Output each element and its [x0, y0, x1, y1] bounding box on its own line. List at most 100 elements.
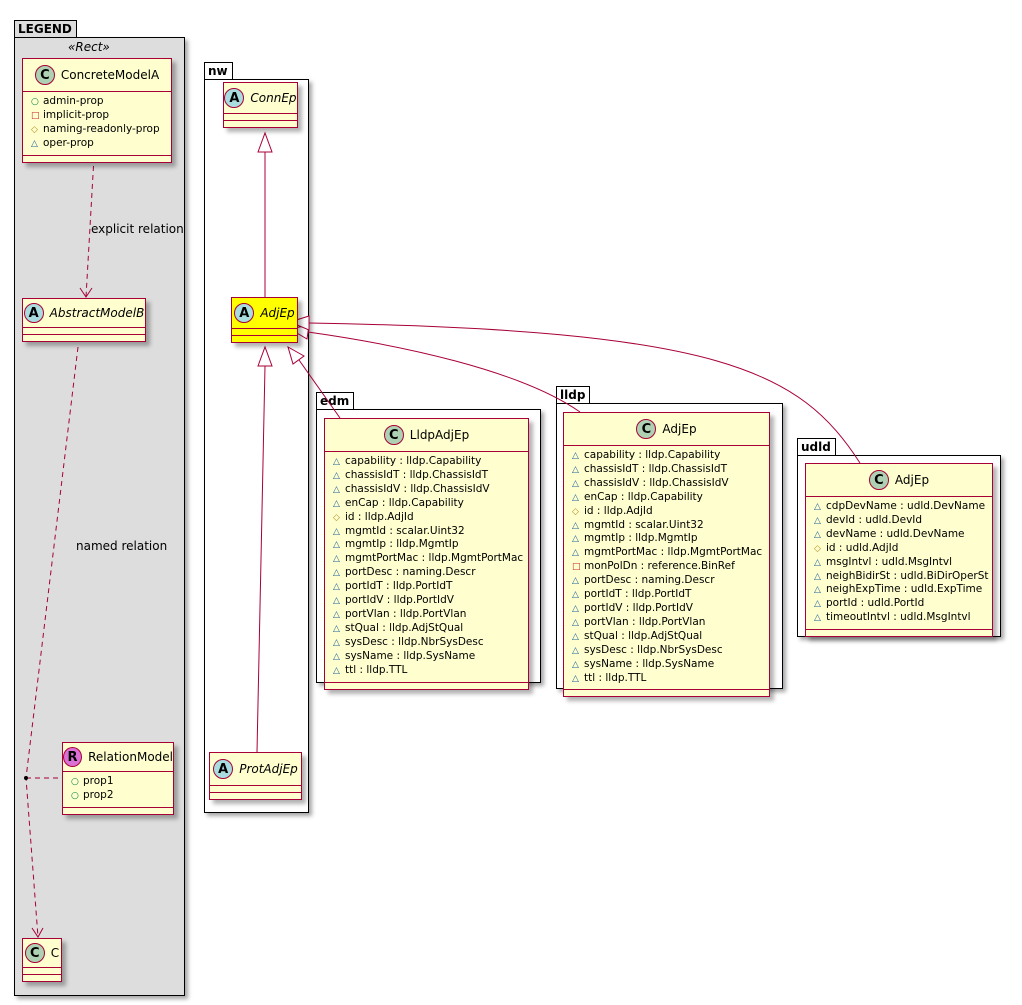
- class-header: A AdjEp: [232, 298, 297, 329]
- member-text: sysDesc : lldp.NbrSysDesc: [345, 635, 484, 648]
- class-abstract-model-b: A AbstractModelB: [22, 298, 146, 342]
- inheritance-triangle: [257, 345, 273, 367]
- class-type-icon: C: [383, 425, 404, 445]
- visibility-oper-icon: △: [333, 582, 340, 593]
- visibility-oper-icon: △: [814, 585, 821, 596]
- class-member: △capability : lldp.Capability: [333, 455, 522, 469]
- arrowhead: [79, 287, 93, 298]
- member-text: portVlan : lldp.PortVlan: [345, 607, 467, 620]
- class-member: △ portVlan : lldp.PortVlan: [333, 608, 522, 622]
- member-text: implicit-prop: [43, 108, 110, 121]
- member-text: devName : udld.DevName: [826, 527, 965, 540]
- class-methods-section: [232, 336, 297, 342]
- visibility-oper-icon: △: [814, 515, 821, 526]
- class-member: △ neighExpTime : udld.ExpTime: [814, 583, 986, 597]
- class-member: △mgmtId : scalar.Uint32: [572, 519, 763, 533]
- class-methods-section: [224, 121, 297, 127]
- class-member: △portDesc : naming.Descr: [333, 566, 522, 580]
- member-text: portId : udld.PortId: [826, 597, 925, 610]
- visibility-naming-icon: ◇: [814, 543, 821, 554]
- class-member: △portDesc : naming.Descr: [572, 574, 763, 588]
- class-attributes-section: [232, 329, 297, 336]
- class-lldpadjep: C LldpAdjEp△capability : lldp.Capability…: [324, 418, 529, 690]
- visibility-oper-icon: △: [333, 498, 340, 509]
- class-member: ○prop1: [71, 775, 167, 789]
- visibility-oper-icon: △: [572, 464, 579, 475]
- class-member: ○admin-prop: [31, 95, 165, 109]
- member-text: mgmtIp : lldp.MgmtIp: [345, 538, 459, 551]
- class-member: △capability : lldp.Capability: [572, 449, 763, 463]
- edge-named-relation: [25, 346, 79, 938]
- visibility-oper-icon: △: [572, 492, 579, 503]
- class-member: ◇id : lldp.AdjId: [333, 511, 522, 525]
- edge-protadjep-adjep: [256, 365, 266, 753]
- class-member: △ttl : lldp.TTL: [333, 664, 522, 678]
- class-header: C C: [23, 939, 61, 968]
- class-members: △ cdpDevName : udld.DevName △ devId : udld.…: [806, 497, 992, 631]
- class-type-icon: C: [636, 419, 657, 439]
- visibility-admin-icon: ○: [71, 790, 79, 801]
- inheritance-triangle: [288, 315, 310, 331]
- visibility-oper-icon: △: [333, 540, 340, 551]
- class-methods-section: [325, 683, 528, 689]
- class-member: △mgmtId : scalar.Uint32: [333, 525, 522, 539]
- class-member: △sysName : lldp.SysName: [333, 650, 522, 664]
- member-text: enCap : lldp.Capability: [584, 490, 703, 503]
- class-methods-section: [210, 793, 301, 799]
- class-member: △mgmtIp : lldp.MgmtIp: [572, 532, 763, 546]
- class-member: △chassisIdV : lldp.ChassisIdV: [333, 483, 522, 497]
- class-member: △ enCap : lldp.Capability: [572, 491, 763, 505]
- member-text: neighExpTime : udld.ExpTime: [826, 583, 983, 596]
- member-text: portVlan : lldp.PortVlan: [584, 615, 706, 628]
- class-relation-model: R RelationModel○prop1○prop2: [62, 742, 174, 815]
- visibility-implicit-icon: □: [572, 562, 581, 573]
- class-name: ProtAdjEp: [239, 762, 298, 776]
- visibility-oper-icon: △: [572, 576, 579, 587]
- visibility-oper-icon: △: [333, 609, 340, 620]
- visibility-oper-icon: △: [572, 631, 579, 642]
- visibility-oper-icon: △: [333, 470, 340, 481]
- class-members: △capability : lldp.Capability△chassisIdT…: [325, 452, 528, 683]
- class-member: △ cdpDevName : udld.DevName: [814, 500, 986, 514]
- visibility-oper-icon: △: [572, 645, 579, 656]
- visibility-admin-icon: ○: [31, 97, 39, 107]
- package-lldp-title: lldp: [556, 386, 591, 403]
- named-relation-label: named relation: [76, 539, 168, 553]
- visibility-oper-icon: △: [814, 571, 821, 582]
- class-header: C LldpAdjEp: [325, 419, 528, 452]
- visibility-oper-icon: △: [814, 502, 821, 512]
- visibility-oper-icon: △: [333, 637, 340, 648]
- class-member: ○prop2: [71, 789, 167, 803]
- visibility-oper-icon: △: [333, 484, 340, 495]
- member-text: enCap : lldp.Capability: [345, 496, 464, 509]
- class-member: △devName : udld.DevName: [814, 528, 986, 542]
- class-header: C AdjEp: [806, 464, 992, 497]
- class-protadjep: A ProtAdjEp: [209, 752, 302, 800]
- member-text: monPolDn : reference.BinRef: [584, 560, 735, 573]
- class-name: RelationModel: [88, 750, 173, 764]
- inheritance-triangle: [287, 345, 305, 365]
- class-member: △ sysDesc : lldp.NbrSysDesc: [333, 636, 522, 650]
- visibility-oper-icon: △: [333, 665, 340, 676]
- class-members: △capability : lldp.Capability△chassisIdT…: [564, 446, 769, 691]
- class-member: △sysName : lldp.SysName: [572, 658, 763, 672]
- class-member: △ devId : udld.DevId: [814, 514, 986, 528]
- class-header: C ConcreteModelA: [23, 59, 171, 92]
- class-type-icon: C: [34, 65, 55, 85]
- member-text: prop1: [83, 775, 114, 787]
- member-text: devId : udld.DevId: [826, 513, 923, 526]
- edge-lldpadjep-adjep: [298, 359, 341, 419]
- visibility-oper-icon: △: [814, 557, 821, 568]
- package-nw: [204, 79, 309, 813]
- visibility-oper-icon: △: [572, 548, 579, 559]
- class-methods-section: [63, 808, 173, 814]
- abstract-type-icon: A: [224, 88, 245, 108]
- class-concrete-model-a: C ConcreteModelA○admin-prop□implicit-pro…: [22, 58, 172, 163]
- member-text: ttl : lldp.TTL: [584, 671, 647, 684]
- member-text: portIdV : lldp.PortIdV: [584, 601, 693, 614]
- class-attributes-section: [210, 786, 301, 793]
- member-text: mgmtPortMac : lldp.MgmtPortMac: [584, 546, 763, 559]
- class-member: ◇id : lldp.AdjId: [572, 505, 763, 519]
- class-methods-section: [564, 690, 769, 696]
- member-text: cdpDevName : udld.DevName: [826, 500, 986, 512]
